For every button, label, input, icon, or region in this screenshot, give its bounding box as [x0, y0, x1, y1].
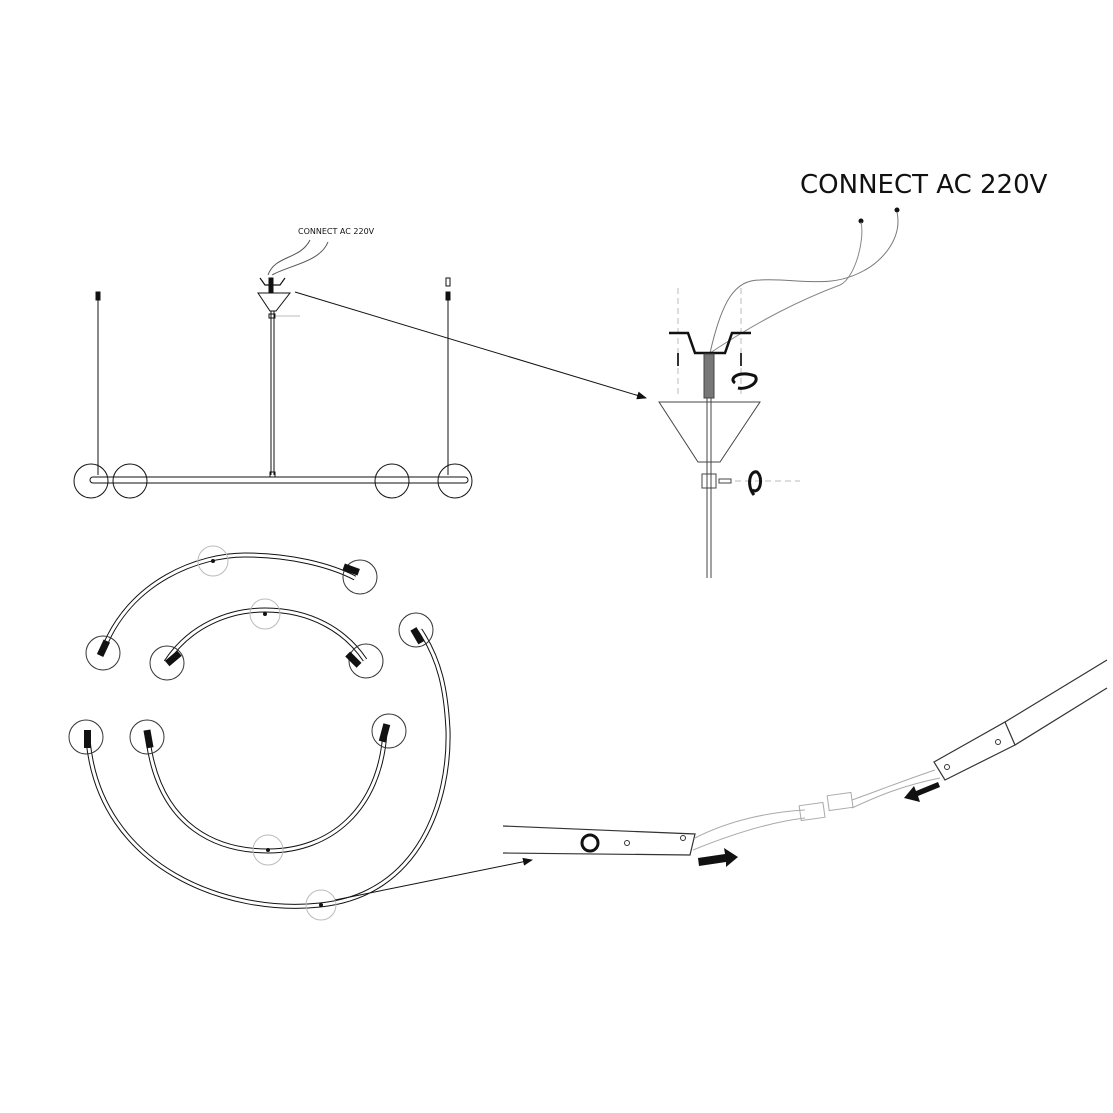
globe	[73, 463, 109, 499]
joint-detail	[502, 659, 1108, 867]
globe	[374, 463, 410, 499]
horizontal-bar	[89, 476, 469, 484]
small-connect-label: CONNECT AC 220V	[298, 227, 375, 236]
large-connect-label: CONNECT AC 220V	[800, 170, 1048, 200]
small-canopy	[257, 292, 292, 312]
canopy-detail: CONNECT AC 220V	[658, 170, 1048, 578]
threaded-rod	[703, 353, 715, 399]
push-arrow-left	[904, 782, 940, 802]
detail-arrow	[294, 291, 647, 400]
globe	[437, 463, 473, 499]
arc-layout	[68, 545, 533, 921]
rotate-icon	[731, 372, 758, 390]
cable-grip	[701, 473, 717, 489]
canopy	[658, 401, 761, 463]
mounting-bracket	[669, 331, 751, 355]
globe	[112, 463, 148, 499]
front-elevation: CONNECT AC 220V	[73, 227, 647, 499]
detail-arrow	[334, 857, 533, 901]
rotate-icon	[748, 470, 763, 496]
push-arrow-right	[698, 848, 738, 867]
